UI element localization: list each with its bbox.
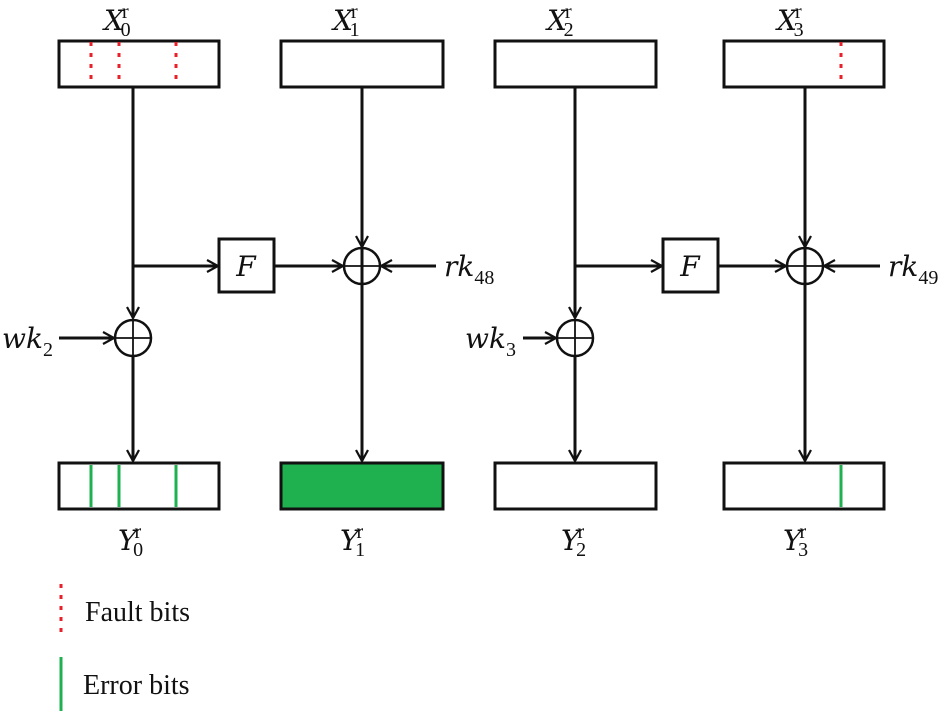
xor-rk48 <box>342 246 382 286</box>
whitening-key-label-wk3: wk3 <box>465 322 516 361</box>
output-box-y3 <box>722 461 886 511</box>
legend-fault-label: Fault bits <box>85 597 190 628</box>
error-bits-group <box>89 465 843 507</box>
output-box-y2 <box>493 461 658 511</box>
xor-rk49 <box>785 246 825 286</box>
f-function-label-2: F <box>679 250 701 283</box>
round-key-label-rk49: rk49 <box>888 250 938 289</box>
input-box-x3 <box>722 39 886 89</box>
output-box-y1 <box>279 461 445 511</box>
input-box-x1 <box>279 39 445 89</box>
whitening-key-label-wk2: wk2 <box>2 322 53 361</box>
round-key-label-rk48: rk48 <box>444 250 494 289</box>
legend: Fault bits Error bits <box>59 584 190 711</box>
input-box-x2 <box>493 39 658 89</box>
fault-bits-group <box>89 42 843 86</box>
f-function-box-2 <box>661 237 720 294</box>
f-function-label-1: F <box>235 250 257 283</box>
xor-wk2 <box>113 318 153 358</box>
input-box-x0 <box>57 39 221 89</box>
output-box-y0 <box>57 461 221 511</box>
legend-error-label: Error bits <box>83 670 190 701</box>
xor-wk3 <box>555 318 595 358</box>
